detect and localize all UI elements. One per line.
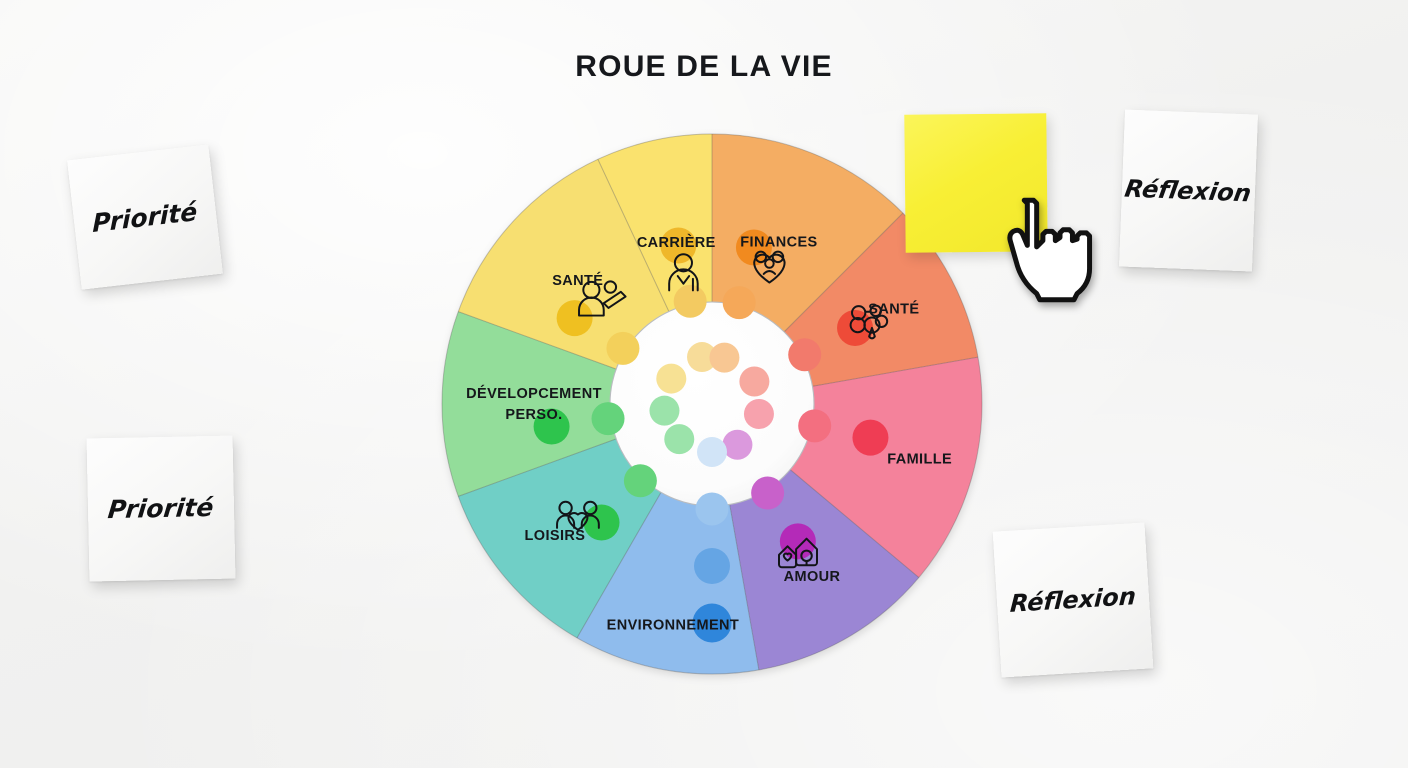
score-dot-sante-left[interactable] xyxy=(556,300,593,337)
pointing-hand-cursor xyxy=(996,194,1096,306)
score-dot-developpement[interactable] xyxy=(591,402,625,436)
person-icon xyxy=(668,253,699,292)
score-dot-sante-right[interactable] xyxy=(788,338,822,372)
segment-label-group: FINANCES SANTÉ FAMILLE AMOUR ENVIRONNEMENT LO… xyxy=(466,234,952,634)
segment-label-sante-right: SANTÉ xyxy=(868,300,919,317)
sticky-note-priorite-1[interactable]: Priorité xyxy=(67,144,223,290)
segment-label-sante-left: SANTÉ xyxy=(552,272,603,289)
sticky-note-text: Priorité xyxy=(92,196,198,238)
score-dot-carriere[interactable] xyxy=(673,284,707,318)
score-dot-loisirs[interactable] xyxy=(623,464,657,498)
score-dot-environnement[interactable] xyxy=(695,492,729,526)
score-dot-developpement[interactable] xyxy=(649,395,680,426)
score-dot-group xyxy=(533,227,889,643)
score-dot-environnement[interactable] xyxy=(692,603,732,643)
wheel-outer-ring xyxy=(441,133,983,675)
segment-label-amour: AMOUR xyxy=(784,569,841,585)
page-title: ROUE DE LA VIE xyxy=(575,50,833,83)
score-dot-amour[interactable] xyxy=(722,429,753,460)
sticky-note-reflexion-1[interactable]: Réflexion xyxy=(1119,109,1258,272)
score-dot-amour[interactable] xyxy=(751,476,785,510)
sticky-note-priorite-2[interactable]: Priorité xyxy=(86,435,236,582)
wheel-segment-developpement[interactable] xyxy=(442,311,712,497)
score-dot-environnement[interactable] xyxy=(694,548,730,584)
segment-label-carriere: CARRIÈRE xyxy=(637,234,716,251)
score-dot-sante-right[interactable] xyxy=(739,366,770,397)
houses-heart-icon xyxy=(778,537,818,569)
segment-label-famille: FAMILLE xyxy=(887,451,952,467)
score-dot-finances[interactable] xyxy=(722,286,756,320)
score-dot-famille[interactable] xyxy=(743,398,774,429)
score-dot-carriere[interactable] xyxy=(687,342,718,373)
score-dot-loisirs[interactable] xyxy=(583,504,620,541)
score-dot-developpement[interactable] xyxy=(533,408,570,445)
sticky-note-text: Réflexion xyxy=(1009,582,1137,618)
family-heart-icon xyxy=(556,500,600,531)
score-dot-loisirs[interactable] xyxy=(664,424,695,455)
segment-icon-group xyxy=(556,250,889,569)
score-dot-sante-left[interactable] xyxy=(656,363,687,394)
score-dot-famille[interactable] xyxy=(852,419,889,456)
molecule-icon xyxy=(849,304,889,340)
person-teach-icon xyxy=(578,280,627,317)
sticky-note-text: Priorité xyxy=(106,492,216,525)
sticky-note-text: Réflexion xyxy=(1123,174,1254,207)
score-dot-sante-left[interactable] xyxy=(606,331,640,365)
segment-label-environnement: ENVIRONNEMENT xyxy=(607,617,740,633)
score-dot-sante-right[interactable] xyxy=(837,309,874,346)
score-dot-environnement[interactable] xyxy=(697,437,727,467)
score-dot-famille[interactable] xyxy=(798,409,832,443)
heart-people-icon xyxy=(753,250,786,284)
cursor-hand-shape xyxy=(1007,197,1093,303)
score-dot-finances[interactable] xyxy=(735,229,772,266)
score-dot-finances[interactable] xyxy=(709,342,740,373)
sticky-note-reflexion-2[interactable]: Réflexion xyxy=(992,522,1154,678)
life-wheel[interactable]: FINANCES SANTÉ FAMILLE AMOUR ENVIRONNEMENT LO… xyxy=(441,133,983,675)
segment-label-loisirs: LOISIRS xyxy=(525,528,586,544)
segment-label-finances: FINANCES xyxy=(740,234,817,250)
